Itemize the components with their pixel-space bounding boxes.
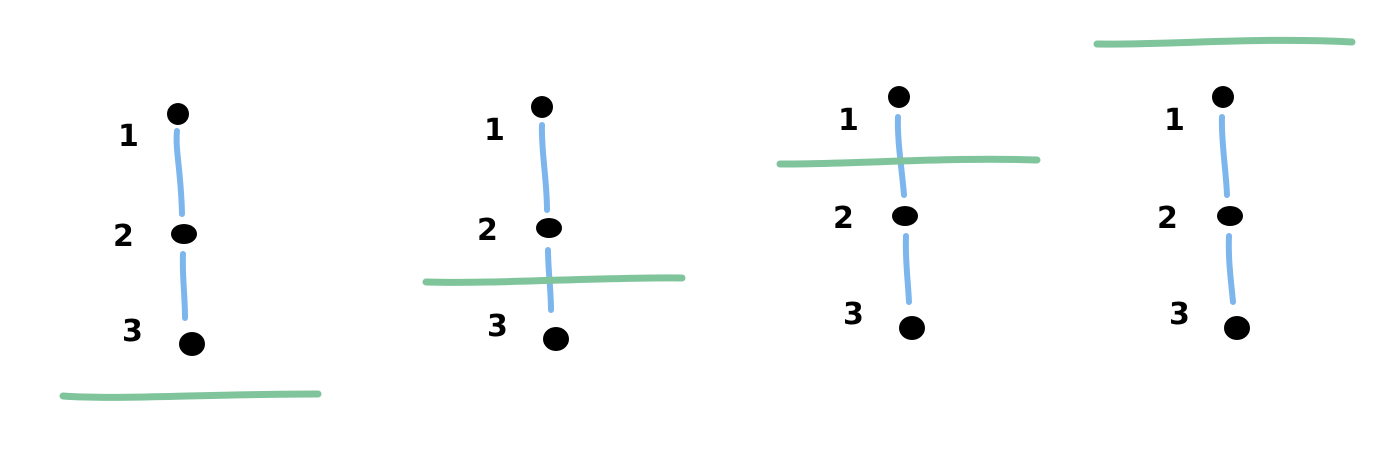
- node-1: [1212, 86, 1234, 108]
- label-node-2: 2: [477, 213, 498, 248]
- sweep-line: [1093, 36, 1356, 48]
- node-2: [171, 224, 197, 244]
- label-node-2: 2: [1157, 201, 1178, 236]
- node-3: [543, 327, 569, 351]
- label-node-1: 1: [484, 113, 505, 148]
- label-node-1: 1: [1164, 103, 1185, 138]
- edge-1-2: [1218, 114, 1230, 198]
- node-1: [531, 96, 553, 118]
- panel-3: 1 2 3: [776, 86, 1041, 340]
- panel-2: 1 2 3: [422, 96, 686, 351]
- edge-2-3: [1225, 233, 1236, 305]
- edge-2-3: [902, 233, 912, 305]
- label-node-3: 3: [487, 309, 508, 344]
- sweep-line: [422, 274, 686, 286]
- node-1: [888, 86, 910, 108]
- node-3: [179, 332, 205, 356]
- edge-2-3: [179, 251, 188, 321]
- sweep-line: [776, 155, 1041, 168]
- label-node-1: 1: [838, 103, 859, 138]
- edge-1-2: [173, 128, 185, 217]
- panel-1: 1 2 3: [59, 103, 322, 401]
- panel-4: 1 2 3: [1093, 36, 1356, 340]
- node-3: [899, 316, 925, 340]
- sweep-line: [59, 390, 322, 401]
- node-2: [1217, 206, 1243, 226]
- label-node-2: 2: [113, 219, 134, 254]
- node-3: [1224, 316, 1250, 340]
- label-node-3: 3: [1169, 297, 1190, 332]
- label-node-3: 3: [843, 297, 864, 332]
- node-2: [892, 206, 918, 226]
- node-1: [167, 103, 189, 125]
- edge-1-2: [894, 114, 907, 198]
- node-2: [536, 218, 562, 238]
- label-node-2: 2: [833, 201, 854, 236]
- label-node-1: 1: [118, 119, 139, 154]
- label-node-3: 3: [122, 314, 143, 349]
- edge-1-2: [538, 122, 550, 213]
